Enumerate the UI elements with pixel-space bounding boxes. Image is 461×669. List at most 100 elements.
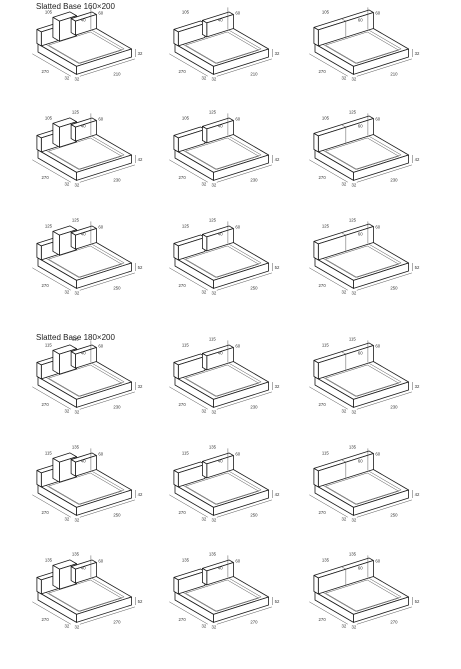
- headboard-width-label: 135: [209, 551, 217, 556]
- bed-frame: [314, 574, 409, 623]
- width-label: 230: [250, 178, 258, 183]
- height-label: 40: [218, 17, 223, 22]
- bed-frame: [174, 26, 269, 75]
- height-label: 40: [218, 231, 223, 236]
- foot-label-2: 32: [352, 76, 357, 81]
- headboard-height-label: 60: [235, 452, 240, 457]
- length-label: 270: [319, 283, 327, 288]
- headboard-width-label: 125: [209, 109, 217, 114]
- height-label: 40: [81, 123, 86, 128]
- length-label: 270: [179, 283, 187, 288]
- headboard-height-label: 60: [375, 117, 380, 122]
- headboard-depth-label: 125: [322, 223, 330, 228]
- foot-label-2: 32: [75, 290, 80, 295]
- bed-frame: [37, 467, 132, 516]
- headboard-height-label: 60: [375, 559, 380, 564]
- bed-frame: [314, 132, 409, 181]
- side-label: 32: [415, 384, 420, 389]
- side-label: 32: [275, 51, 280, 56]
- headboard: [36, 11, 97, 47]
- headboard: [173, 344, 234, 380]
- side-label: 52: [275, 599, 280, 604]
- height-label: 40: [81, 350, 86, 355]
- length-label: 270: [319, 69, 327, 74]
- headboard: [313, 557, 374, 595]
- height-label: 60: [358, 123, 363, 128]
- headboard-width-label: 115: [72, 336, 79, 341]
- headboard-width-label: 135: [72, 444, 80, 449]
- foot-label-2: 32: [352, 290, 357, 295]
- foot-label-2: 32: [212, 517, 217, 522]
- headboard-height-label: 60: [235, 344, 240, 349]
- headboard-depth-label: 135: [322, 557, 330, 562]
- headboard: [36, 225, 97, 261]
- headboard-width-label: 135: [349, 551, 357, 556]
- headboard-width-label: 125: [349, 109, 357, 114]
- height-label: 40: [81, 231, 86, 236]
- foot-label-1: 32: [342, 181, 347, 186]
- headboard-depth-label: 105: [182, 9, 190, 14]
- headboard: [313, 450, 374, 488]
- headboard-height-label: 60: [375, 11, 380, 16]
- height-label: 40: [81, 17, 86, 22]
- headboard-height-label: 60: [98, 344, 103, 349]
- headboard-height-label: 60: [98, 11, 103, 16]
- length-label: 270: [179, 175, 187, 180]
- headboard-depth-label: 115: [45, 450, 52, 455]
- side-label: 42: [138, 492, 143, 497]
- length-label: 270: [42, 510, 50, 515]
- side-label: 52: [275, 265, 280, 270]
- width-label: 210: [113, 72, 121, 77]
- foot-label-1: 32: [202, 408, 207, 413]
- height-label: 60: [358, 231, 363, 236]
- foot-label-1: 32: [202, 75, 207, 80]
- bed-frame: [314, 467, 409, 516]
- headboard-width-label: 125: [72, 109, 80, 114]
- foot-label-2: 32: [212, 409, 217, 414]
- headboard: [36, 452, 97, 488]
- bed-frame: [37, 132, 132, 181]
- length-label: 270: [319, 175, 327, 180]
- side-label: 42: [415, 157, 420, 162]
- foot-label-1: 32: [65, 623, 70, 628]
- headboard-depth-label: 115: [322, 342, 329, 347]
- side-label: 42: [415, 492, 420, 497]
- headboard-depth-label: 135: [182, 557, 190, 562]
- headboard-depth-label: 115: [182, 450, 189, 455]
- section-title-160x200: Slatted Base 160×200: [36, 2, 115, 11]
- width-label: 210: [390, 72, 398, 77]
- height-label: 40: [218, 458, 223, 463]
- bed-frame: [174, 240, 269, 289]
- foot-label-1: 32: [342, 289, 347, 294]
- headboard-height-label: 60: [235, 117, 240, 122]
- side-label: 52: [415, 265, 420, 270]
- width-label: 250: [250, 513, 258, 518]
- foot-label-1: 32: [342, 408, 347, 413]
- side-label: 42: [275, 157, 280, 162]
- width-label: 230: [113, 405, 121, 410]
- headboard: [313, 223, 374, 261]
- height-label: 40: [81, 565, 86, 570]
- foot-label-1: 32: [65, 75, 70, 80]
- foot-label-1: 32: [202, 181, 207, 186]
- headboard: [173, 452, 234, 488]
- headboard-height-label: 60: [235, 559, 240, 564]
